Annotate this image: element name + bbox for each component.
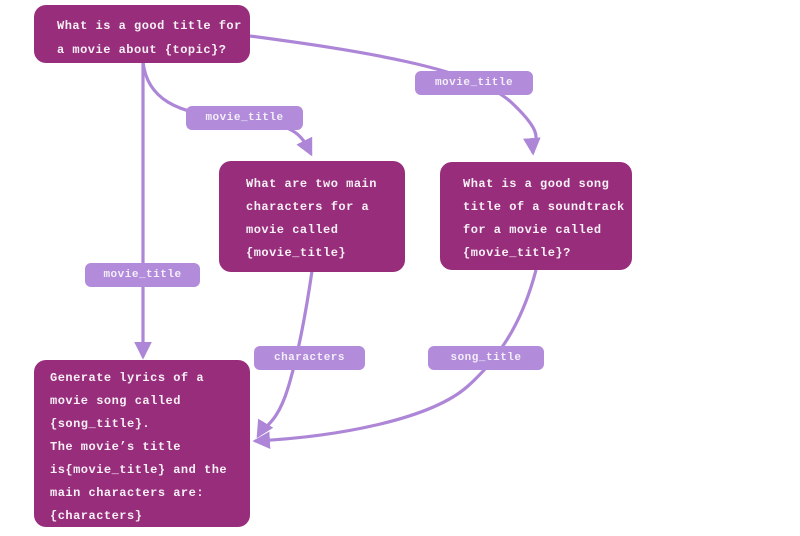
node-movie-title-prompt: What is a good title for a movie about {…: [34, 5, 250, 63]
node-characters-prompt: What are two main characters for a movie…: [219, 161, 405, 272]
edge-label-characters-to-lyrics: characters: [254, 346, 365, 370]
edge-label-movie-title-to-song: movie_title: [415, 71, 533, 95]
edge-song-title-to-lyrics: [252, 269, 538, 450]
node-song-title-prompt: What is a good song title of a soundtrac…: [440, 162, 632, 270]
edge-label-song-title-to-lyrics: song_title: [428, 346, 544, 370]
node-lyrics-prompt: Generate lyrics of a movie song called {…: [34, 360, 250, 527]
edge-label-movie-title-to-lyrics: movie_title: [85, 263, 200, 287]
edge-characters-to-lyrics: [256, 270, 314, 439]
edge-label-movie-title-to-characters: movie_title: [186, 106, 303, 130]
